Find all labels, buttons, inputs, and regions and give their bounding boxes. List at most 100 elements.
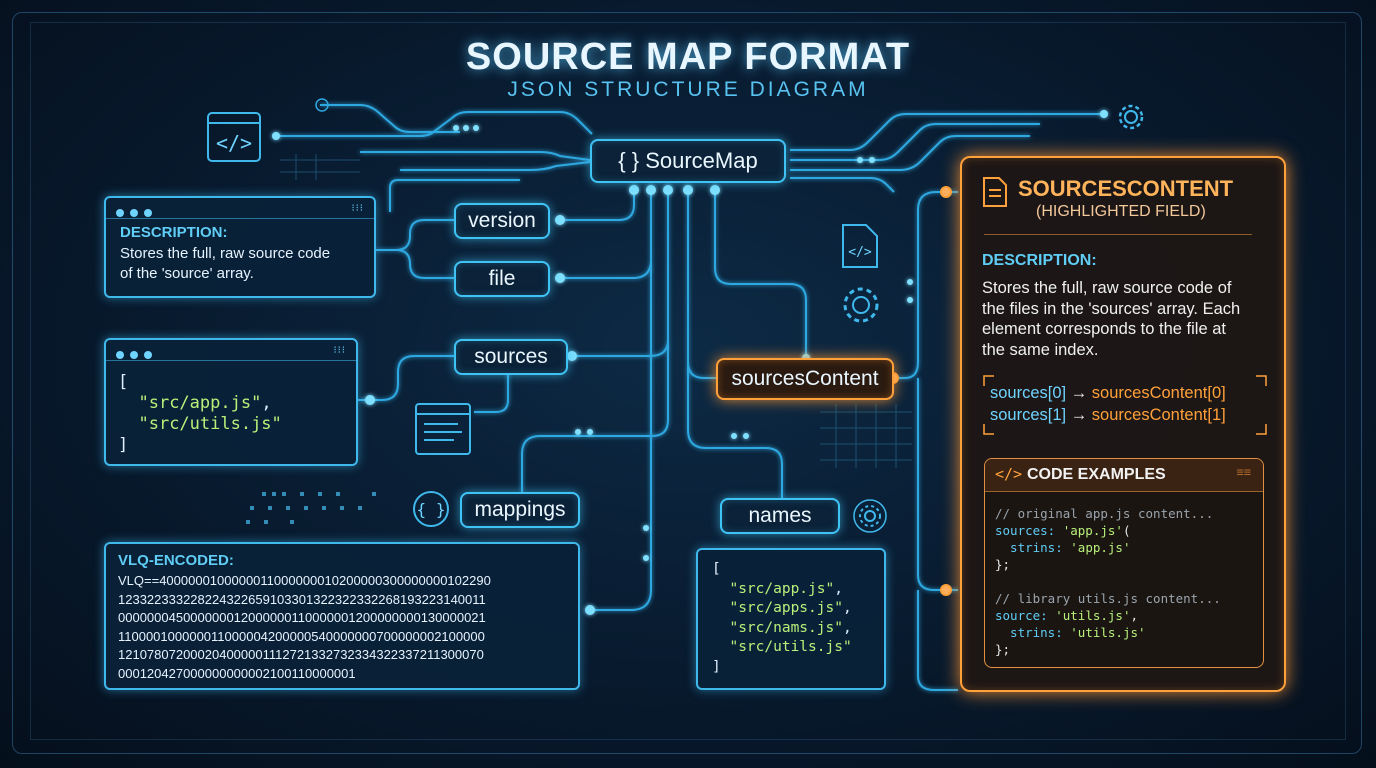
string-value: "src/nams.js": [729, 619, 843, 636]
gear-icon: [852, 498, 888, 539]
highlight-title: SOURCESCONTENT: [1018, 176, 1234, 201]
svg-text:</>: </>: [848, 245, 872, 260]
gear-icon: [1116, 102, 1146, 137]
vlq-line: 0001204270000000000021001100000​01: [118, 665, 356, 681]
code-tag-icon: </>: [995, 465, 1023, 483]
document-icon: [982, 176, 1008, 213]
code-line: [995, 573, 1221, 590]
svg-text:{ }: { }: [417, 500, 446, 519]
page-title: SOURCE MAP FORMAT: [465, 36, 911, 78]
sources-array-line: "src/app.js",: [138, 393, 272, 413]
grip-icon: ⁝⁝⁝: [333, 345, 346, 356]
page-subtitle: JSON STRUCTURE DIAGRAM: [507, 78, 869, 101]
sources-array-line: [: [118, 372, 129, 392]
code-examples-header: </> CODE EXAMPLES ≡≡: [985, 459, 1263, 492]
sources-index: sources[1]: [990, 406, 1067, 424]
names-array-line: "src/app.js",: [729, 580, 843, 597]
description-panel: ⁝⁝⁝ DESCRIPTION: Stores the full, raw so…: [104, 196, 376, 298]
gear-icon: [840, 284, 882, 331]
code-line: strins: 'app.js': [995, 539, 1221, 556]
highlight-description-line: element corresponds to the file at: [982, 320, 1226, 338]
code-comment: // original app.js content...: [995, 506, 1214, 521]
index-mapping-row: sources[0] → sourcesContent[0]: [990, 382, 1226, 404]
sources-array-line: ]: [118, 435, 129, 455]
braces-icon: { }: [412, 490, 450, 533]
code-line: // library utils.js content...: [995, 590, 1221, 607]
code-string: 'app.js': [1070, 540, 1131, 555]
grip-icon: ⁝⁝⁝: [351, 203, 364, 214]
names-node[interactable]: names: [720, 498, 840, 534]
code-punct: (: [1122, 523, 1131, 538]
highlight-subtitle: (HIGHLIGHTED FIELD): [1036, 203, 1206, 220]
svg-text:</>: </>: [216, 131, 252, 155]
highlight-description-line: the same index.: [982, 340, 1099, 359]
string-value: "src/app.js": [138, 393, 262, 413]
names-array-line: "src/apps.js",: [729, 600, 852, 616]
highlight-description-line: the files in the 'sources' array. Each: [982, 299, 1241, 318]
sources-node[interactable]: sources: [454, 339, 568, 375]
description-text-line: of the 'source' array.: [120, 265, 254, 282]
code-key: sources:: [995, 523, 1063, 538]
string-value: "src/apps.js": [729, 600, 843, 616]
description-text-line: Stores the full, raw source code: [120, 245, 331, 262]
code-line: // original app.js content...: [995, 505, 1221, 522]
index-mapping-row: sources[1] → sourcesContent[1]: [990, 404, 1226, 426]
window-dots: [116, 204, 158, 222]
code-string: 'utils.js': [1055, 608, 1131, 623]
vlq-line: 1210780720002040000011127213327323343223…: [118, 647, 484, 663]
names-array-line: ]: [712, 658, 721, 675]
code-line: sources: 'app.js'(: [995, 522, 1221, 539]
sources-array-panel: ⁝⁝⁝ [ "src/app.js", "src/utils.js"]: [104, 338, 358, 466]
description-label: DESCRIPTION:: [120, 224, 228, 241]
sourcescontent-node[interactable]: sourcesContent: [716, 358, 894, 400]
grip-icon: ≡≡: [1236, 465, 1251, 479]
divider: [984, 234, 1252, 235]
names-array-line: "src/utils.js": [712, 638, 852, 658]
vlq-line: 0000000450000000120000001100000012000000…: [118, 610, 486, 626]
vlq-line: 1233223332282243226591033013223223322681…: [118, 591, 486, 607]
sourcescontent-index: sourcesContent[0]: [1091, 384, 1226, 402]
document-icon: [414, 402, 472, 461]
code-line: };: [995, 557, 1011, 572]
code-string: 'app.js': [1062, 523, 1123, 538]
code-window-icon: </>: [206, 111, 262, 168]
sources-array-code: [ "src/app.js", "src/utils.js"]: [118, 372, 282, 456]
vlq-line: VLQ==40000001000000110000000102000003000…: [118, 573, 491, 588]
sourcescontent-detail-panel: SOURCESCONTENT (HIGHLIGHTED FIELD) DESCR…: [960, 156, 1286, 692]
code-key: strins:: [995, 625, 1071, 640]
names-array-line: [: [712, 561, 721, 577]
sourcemap-root-node[interactable]: { } SourceMap: [590, 139, 786, 183]
version-node[interactable]: version: [454, 203, 550, 239]
arrow-icon: →: [1066, 406, 1092, 424]
code-examples-box: </> CODE EXAMPLES ≡≡ // original app.js …: [984, 458, 1264, 668]
file-node[interactable]: file: [454, 261, 550, 297]
sources-array-line: "src/utils.js": [118, 414, 282, 435]
code-string: 'utils.js': [1070, 625, 1146, 640]
string-value: "src/utils.js": [138, 414, 282, 434]
code-comment: // library utils.js content...: [995, 591, 1221, 606]
code-line: source: 'utils.js',: [995, 607, 1221, 624]
highlight-description-line: Stores the full, raw source code of: [982, 279, 1232, 297]
names-array-line: "src/nams.js",: [729, 619, 852, 636]
code-examples-content: // original app.js content...sources: 'a…: [995, 505, 1221, 658]
names-array-code: [ "src/app.js", "src/apps.js", "src/nams…: [712, 560, 852, 677]
panel-divider: [106, 218, 374, 219]
vlq-line: 1100001000000110000042000005400000007000…: [118, 628, 485, 644]
outer-frame: [12, 12, 1362, 754]
arrow-icon: →: [1066, 384, 1092, 402]
mappings-node[interactable]: mappings: [460, 492, 580, 528]
vlq-encoded-data: VLQ==40000001000000110000000102000003000…: [118, 572, 491, 684]
index-mapping-block: sources[0] → sourcesContent[0]sources[1]…: [982, 374, 1268, 436]
file-code-icon: </>: [840, 222, 880, 275]
sources-index: sources[0]: [990, 384, 1067, 402]
code-punct: ,: [1130, 608, 1139, 623]
code-key: source:: [995, 608, 1056, 623]
panel-divider: [106, 360, 356, 361]
code-line: };: [995, 642, 1011, 657]
code-examples-title: CODE EXAMPLES: [1027, 466, 1166, 483]
code-line: strins: 'utils.js': [995, 624, 1221, 641]
highlight-description-label: DESCRIPTION:: [982, 252, 1097, 269]
string-value: "src/utils.js": [729, 639, 852, 655]
string-value: "src/app.js": [729, 580, 835, 597]
